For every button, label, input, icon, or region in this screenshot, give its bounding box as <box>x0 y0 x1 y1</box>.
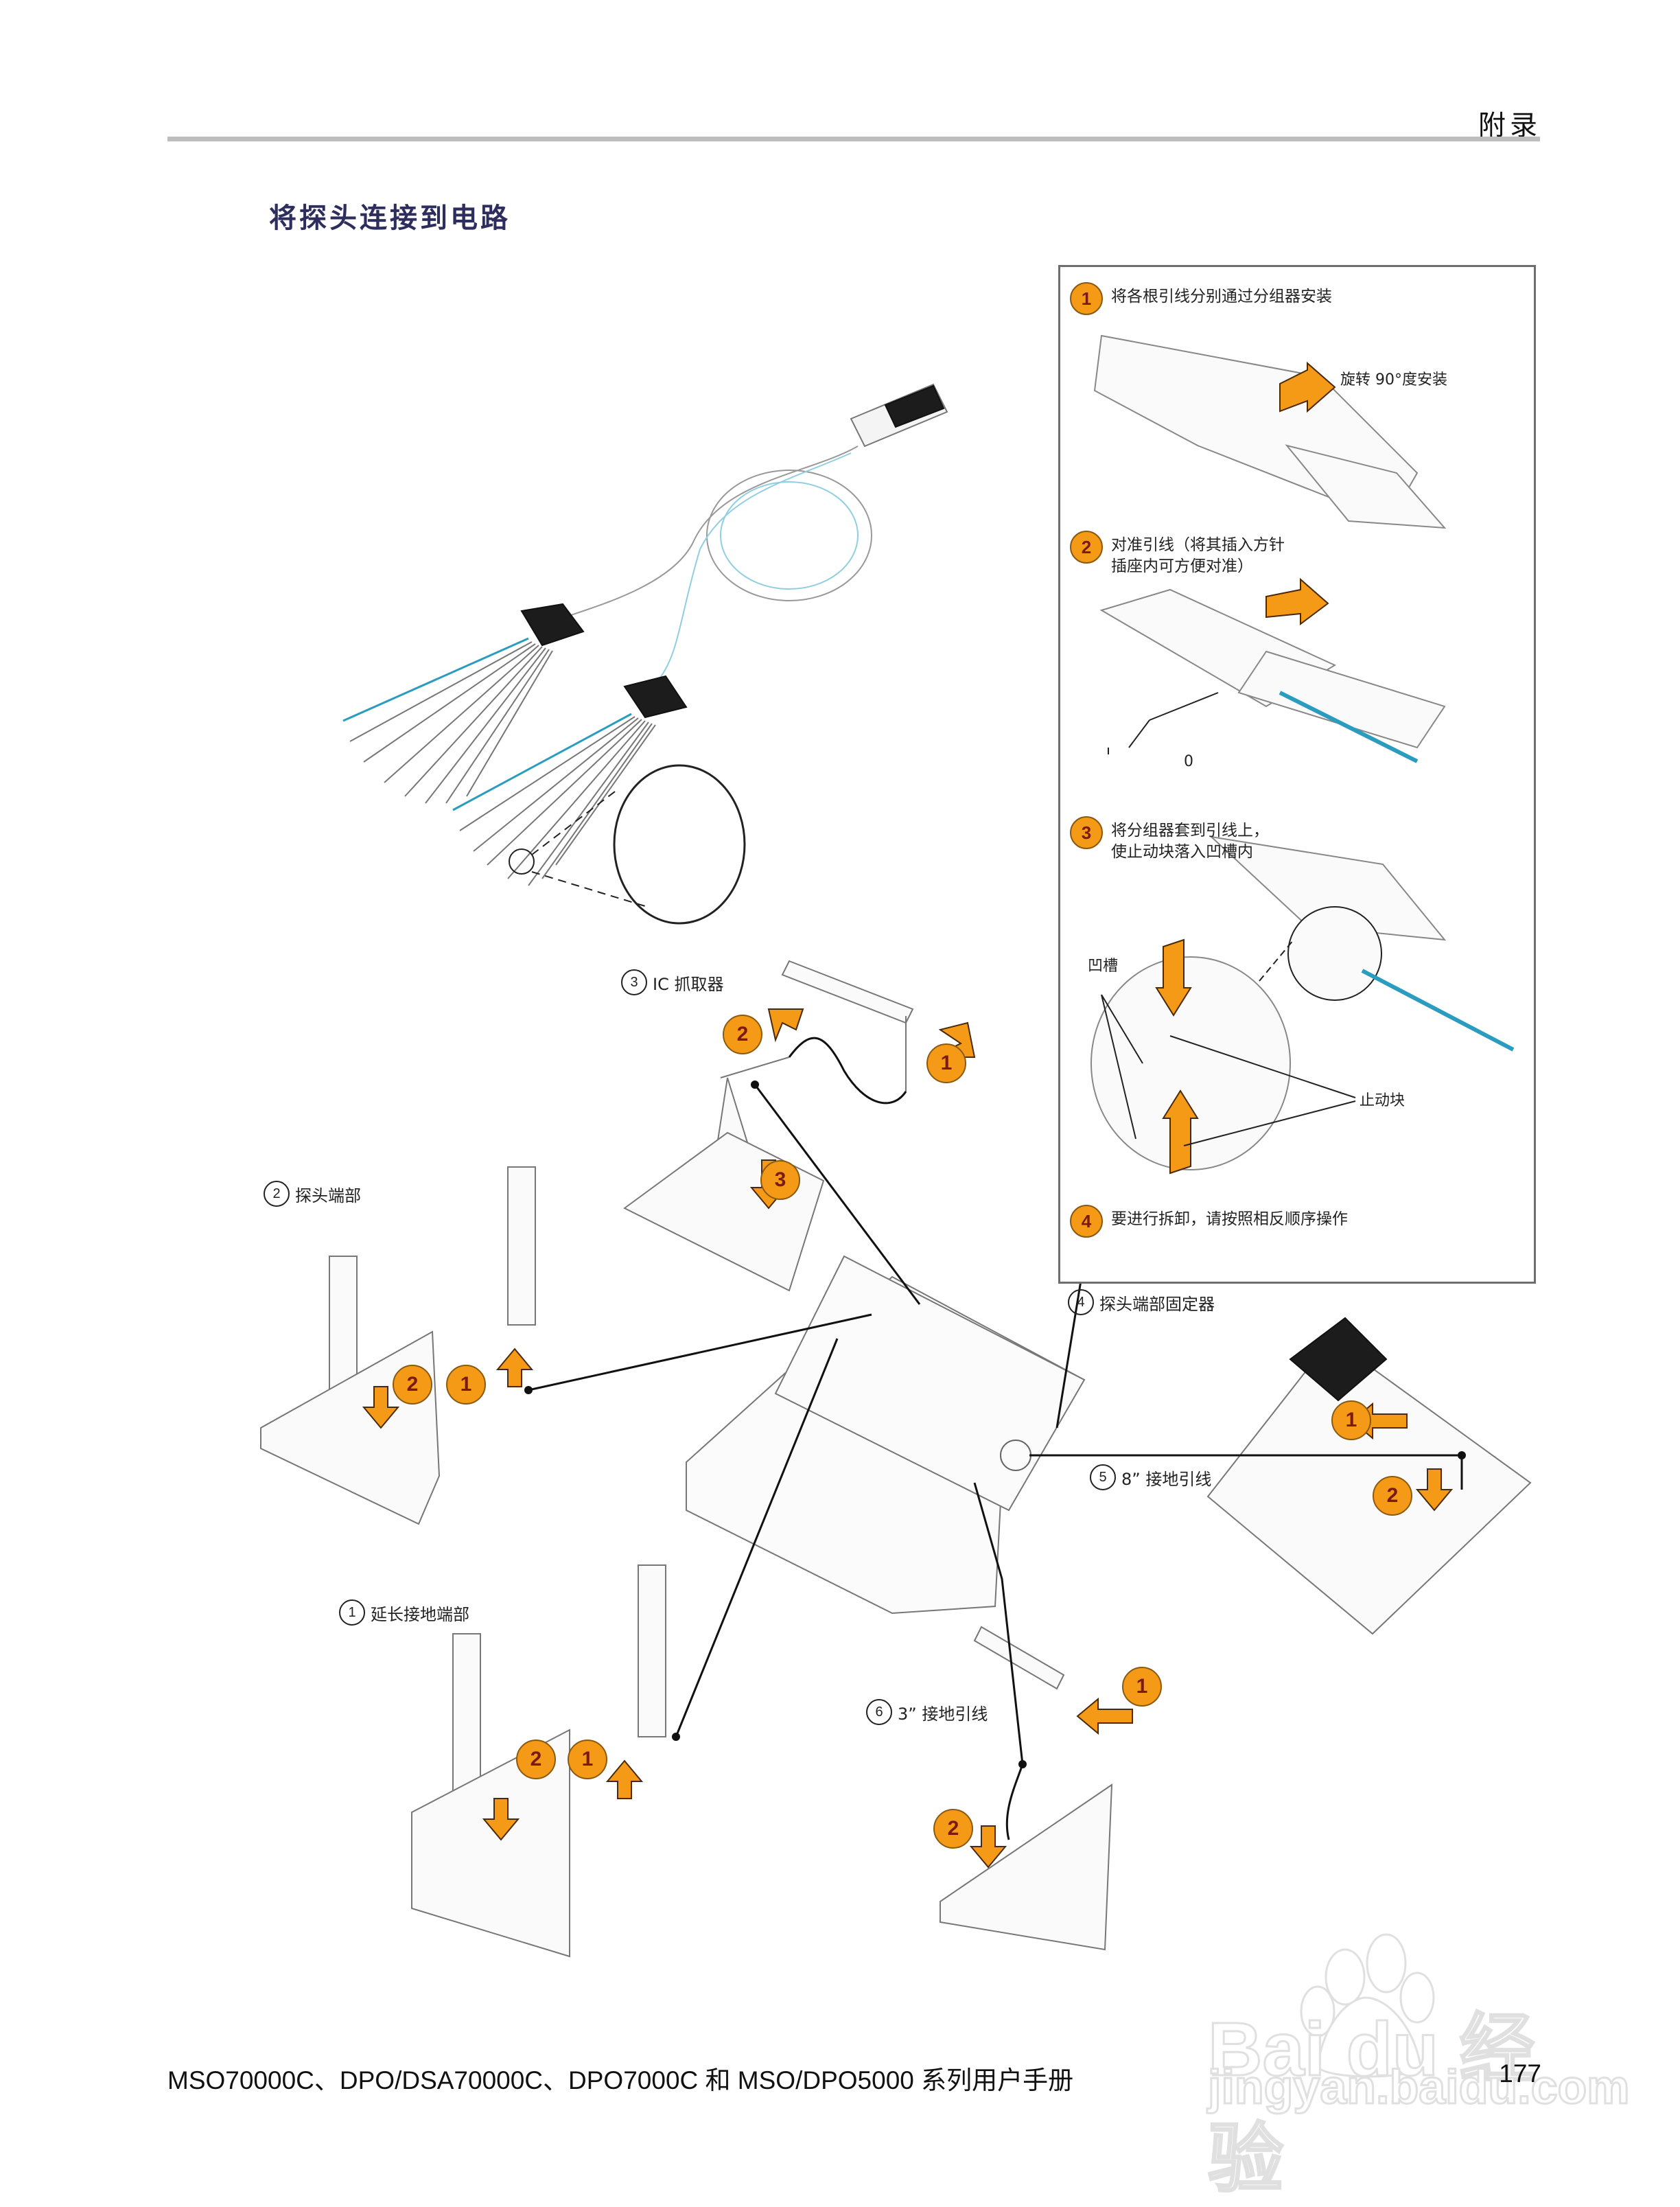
callout-extended-ground-tip: 1 延长接地端部 <box>339 1599 469 1626</box>
ic-grabber-step-1-badge: 1 <box>926 1043 966 1083</box>
lead-organizer-instructions-panel: 1 将各根引线分别通过分组器安装 旋转 90°度安装 2 对准引线（将其插入方针… <box>1058 265 1536 1284</box>
lead-set-1 <box>520 603 585 647</box>
inset-step-2: 2 对准引线（将其插入方针 插座内可方便对准） <box>1070 531 1285 577</box>
ground-8in-step-1-badge: 1 <box>1331 1400 1371 1440</box>
footer-manual-title: MSO70000C、DPO/DSA70000C、DPO7000C 和 MSO/D… <box>167 2066 1074 2094</box>
ground-3in-step-1-badge: 1 <box>1122 1667 1162 1707</box>
callout-number: 2 <box>264 1181 290 1207</box>
step-badge: 2 <box>1070 531 1103 564</box>
stop-block-label: 止动块 <box>1360 1092 1405 1109</box>
step-badge: 4 <box>1070 1205 1103 1238</box>
callout-number: 3 <box>621 969 647 995</box>
callout-label: IC 抓取器 <box>653 974 724 994</box>
page-title: 将探头连接到电路 <box>269 203 511 234</box>
lead-set-2 <box>623 675 688 719</box>
step-text: 要进行拆卸，请按照相反顺序操作 <box>1111 1210 1348 1228</box>
header-divider <box>167 137 1540 141</box>
paw-icon <box>1300 1933 1435 2078</box>
step-text: 将分组器套到引线上， 使止动块落入凹槽内 <box>1111 820 1269 863</box>
callout-number: 4 <box>1068 1289 1094 1315</box>
inset-step-3: 3 将分组器套到引线上， 使止动块落入凹槽内 <box>1070 816 1269 863</box>
callout-label: 8” 接地引线 <box>1121 1469 1212 1489</box>
step-text-line-1: 对准引线（将其插入方针 <box>1111 536 1285 554</box>
callout-number: 5 <box>1090 1464 1116 1490</box>
ic-grabber-step-2-badge: 2 <box>723 1015 762 1054</box>
callout-ic-grabber: 3 IC 抓取器 <box>621 969 723 995</box>
probe-pod <box>850 383 948 448</box>
groove-label: 凹槽 <box>1088 958 1119 975</box>
rotate-90-note: 旋转 90°度安装 <box>1340 371 1447 389</box>
step-badge: 1 <box>1070 282 1103 315</box>
extended-ground-step-1-badge: 1 <box>568 1740 607 1779</box>
ic-grabber-step-3-badge: 3 <box>760 1160 800 1200</box>
ground-8in-step-2-badge: 2 <box>1373 1476 1412 1516</box>
inset-step-4: 4 要进行拆卸，请按照相反顺序操作 <box>1070 1205 1348 1238</box>
step-badge: 3 <box>1070 816 1103 849</box>
callout-probe-tip-holder: 4 探头端部固定器 <box>1068 1289 1215 1315</box>
step-text: 对准引线（将其插入方针 插座内可方便对准） <box>1111 535 1285 577</box>
extended-ground-step-2-badge: 2 <box>516 1740 556 1779</box>
step-text-line-2: 使止动块落入凹槽内 <box>1111 843 1253 861</box>
inset-lineart <box>1090 334 1515 1175</box>
callout-label: 3” 接地引线 <box>898 1704 988 1724</box>
step-text-line-1: 将分组器套到引线上， <box>1111 822 1269 840</box>
header-section-label: 附录 <box>1478 110 1541 141</box>
inset-step-1: 1 将各根引线分别通过分组器安装 <box>1070 282 1332 315</box>
watermark-url: jingyan.baidu.com <box>1207 2059 1631 2115</box>
callout-label: 探头端部固定器 <box>1099 1294 1215 1314</box>
baidu-watermark: Bai du 经验 jingyan.baidu.com <box>1187 1915 1631 2203</box>
callout-label: 延长接地端部 <box>371 1604 469 1624</box>
callout-3in-ground-lead: 6 3” 接地引线 <box>866 1699 988 1725</box>
callout-8in-ground-lead: 5 8” 接地引线 <box>1090 1464 1211 1490</box>
step-text: 将各根引线分别通过分组器安装 <box>1111 288 1332 305</box>
callout-number: 1 <box>339 1599 365 1626</box>
callout-probe-tip: 2 探头端部 <box>264 1181 361 1207</box>
callout-number: 6 <box>866 1699 892 1725</box>
pin-label: 0 <box>1184 753 1193 770</box>
callout-label: 探头端部 <box>295 1186 361 1205</box>
probe-tip-step-1-badge: 1 <box>446 1365 486 1405</box>
page-number: 177 <box>1499 2059 1541 2088</box>
ground-3in-step-2-badge: 2 <box>933 1809 973 1849</box>
step-text-line-2: 插座内可方便对准） <box>1111 557 1253 575</box>
probe-tip-step-2-badge: 2 <box>393 1365 432 1405</box>
